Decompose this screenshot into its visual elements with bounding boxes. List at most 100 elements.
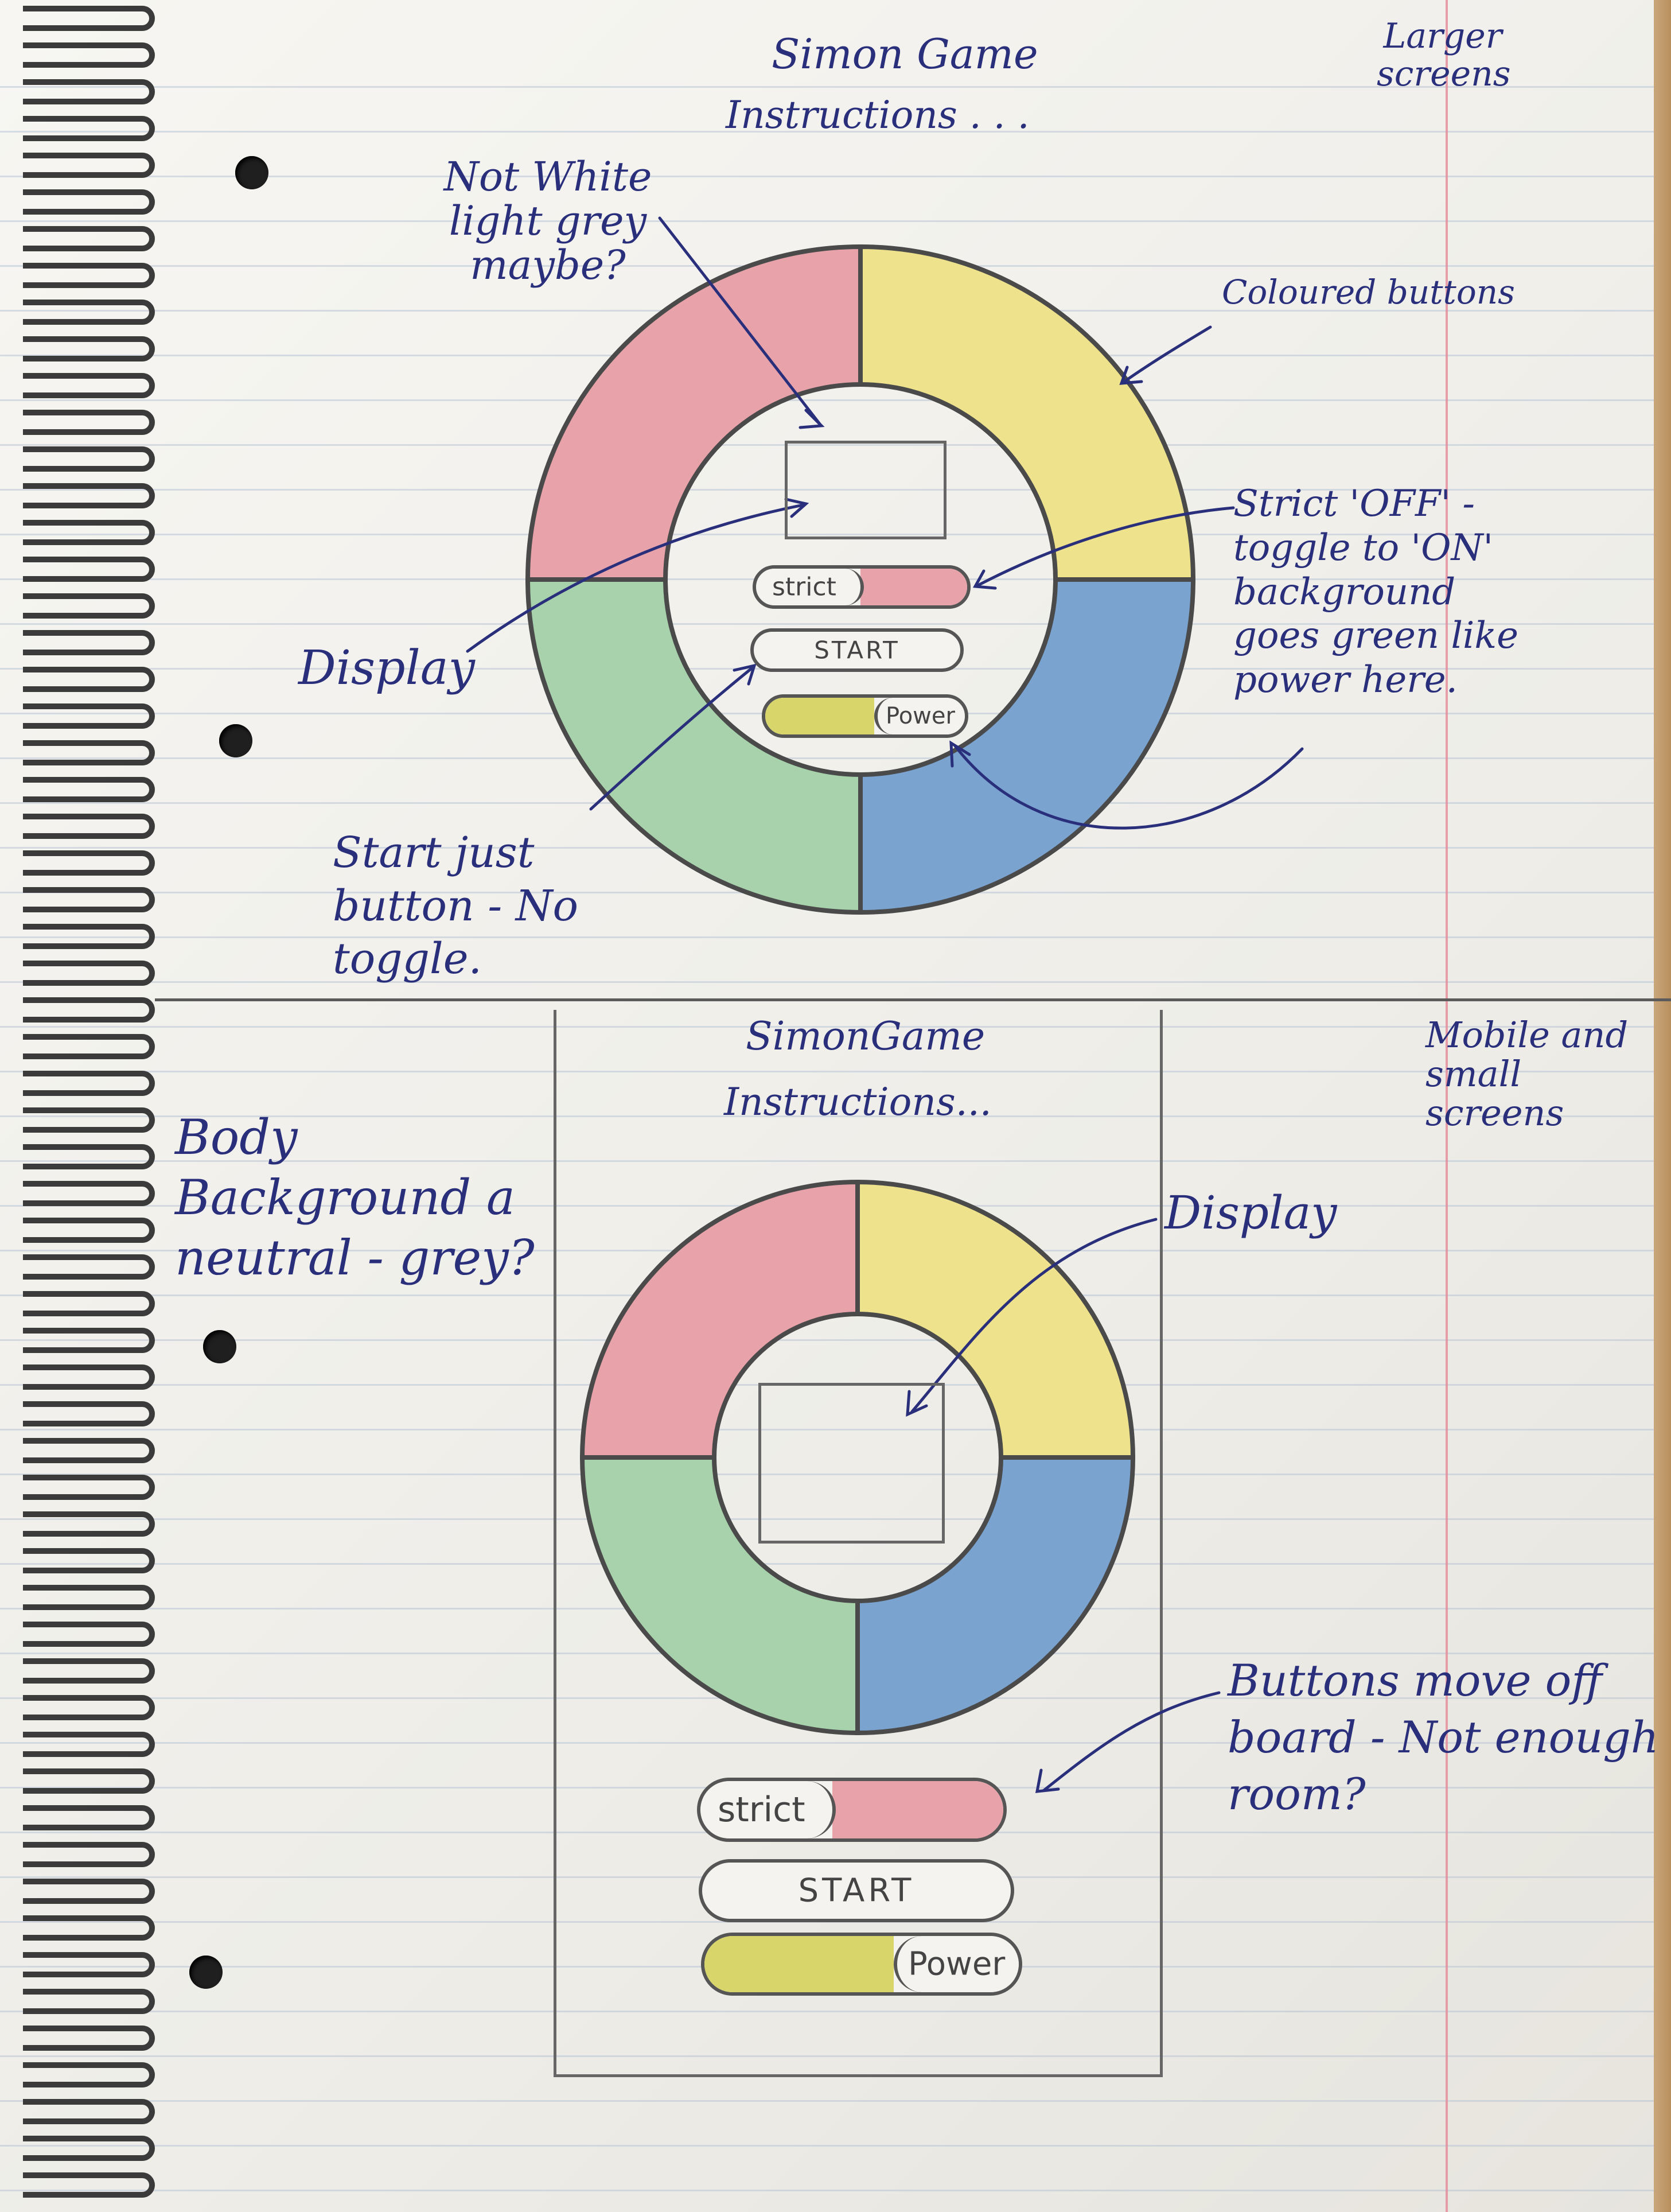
spiral-coil <box>23 2099 155 2124</box>
spiral-coil <box>23 446 155 472</box>
spiral-coil <box>23 1989 155 2014</box>
spiral-coil <box>23 1291 155 1316</box>
yellow-button-large[interactable] <box>858 244 1196 582</box>
arrow-buttons-mobile <box>1042 1691 1221 1792</box>
spiral-coil <box>23 336 155 361</box>
spiral-coil <box>23 116 155 141</box>
arrow-head <box>784 497 809 518</box>
spiral-coil <box>23 997 155 1023</box>
spiral-coil <box>23 740 155 765</box>
yellow-button-mobile[interactable] <box>855 1179 1136 1460</box>
strict-knob <box>756 569 864 605</box>
spiral-coil <box>23 1438 155 1463</box>
ruled-line <box>0 757 1671 759</box>
spiral-coil <box>23 1034 155 1059</box>
power-toggle-large[interactable]: Power <box>762 694 968 738</box>
ruled-line <box>0 1026 1671 1028</box>
green-button-mobile[interactable] <box>579 1455 860 1736</box>
blue-button-mobile[interactable] <box>855 1455 1136 1736</box>
spiral-coil <box>23 1107 155 1133</box>
label-larger-screens: Larger screens <box>1377 16 1511 94</box>
spiral-coil <box>23 1915 155 1941</box>
spiral-coil <box>23 410 155 435</box>
power-toggle-mobile[interactable]: Power <box>701 1933 1022 1996</box>
ruled-line <box>0 1518 1671 1520</box>
spiral-coil <box>23 1181 155 1206</box>
start-button-large[interactable]: START <box>750 628 964 672</box>
blue-button-large[interactable] <box>858 577 1196 915</box>
display-mobile <box>758 1383 945 1544</box>
spiral-coil <box>23 1585 155 1610</box>
spiral-coil <box>23 557 155 582</box>
spiral-coil <box>23 300 155 325</box>
ruled-line <box>0 534 1671 535</box>
note-buttons-move: Buttons move off board - Not enough room… <box>1228 1655 1659 1820</box>
arrow-display-colour <box>658 216 822 426</box>
note-display-colour: Not White light grey maybe? <box>443 153 652 289</box>
strict-knob <box>700 1781 836 1838</box>
ruled-line <box>0 489 1671 491</box>
label-mobile-screens: Mobile and small screens <box>1425 1014 1629 1134</box>
start-button-mobile[interactable]: START <box>699 1859 1014 1922</box>
spiral-coil <box>23 2172 155 2198</box>
arrow-head <box>906 1390 928 1417</box>
spiral-coil <box>23 1254 155 1280</box>
spiral-coil <box>23 1144 155 1169</box>
ruled-line <box>0 444 1671 446</box>
spiral-coil <box>23 2026 155 2051</box>
spiral-coil <box>23 961 155 986</box>
spiral-coil <box>23 850 155 876</box>
ruled-line <box>0 936 1671 938</box>
start-label: START <box>798 1872 915 1910</box>
ruled-line <box>0 2100 1671 2102</box>
spiral-coil <box>23 2136 155 2161</box>
spiral-coil <box>23 814 155 839</box>
arrow-head <box>949 740 971 768</box>
spiral-coil <box>23 1952 155 1977</box>
spiral-coil <box>23 1622 155 1647</box>
start-label: START <box>814 636 900 664</box>
spiral-coil <box>23 6 155 31</box>
spiral-coil <box>23 483 155 508</box>
ruled-line <box>0 220 1671 222</box>
strict-label: strict <box>772 572 836 602</box>
power-label: Power <box>886 703 955 729</box>
ruled-line <box>0 1160 1671 1162</box>
note-display: Display <box>298 641 475 695</box>
strict-toggle-large[interactable]: strict <box>753 565 971 609</box>
ruled-line <box>0 2055 1671 2057</box>
strict-fill <box>860 569 967 605</box>
margin-line <box>1446 0 1448 2212</box>
spiral-coil <box>23 667 155 692</box>
ruled-line <box>0 2190 1671 2191</box>
ruled-line <box>0 1071 1671 1072</box>
ruled-line <box>0 1115 1671 1117</box>
ruled-line <box>0 86 1671 88</box>
section-divider <box>155 998 1671 1001</box>
spiral-coil <box>23 887 155 912</box>
instructions-mobile: Instructions... <box>724 1080 992 1124</box>
spiral-coil <box>23 703 155 729</box>
note-coloured-buttons: Coloured buttons <box>1222 273 1515 312</box>
spiral-coil <box>23 42 155 68</box>
strict-toggle-mobile[interactable]: strict <box>697 1778 1007 1842</box>
spiral-coil <box>23 1071 155 1096</box>
spiral-coil <box>23 2062 155 2087</box>
green-button-large[interactable] <box>525 577 863 915</box>
punch-hole <box>189 1956 223 1989</box>
instructions-large: Instructions . . . <box>726 93 1030 137</box>
annotation-arrows <box>466 216 1304 1793</box>
spiral-coil <box>23 520 155 545</box>
power-knob <box>874 698 965 734</box>
spiral-coil <box>23 1511 155 1537</box>
arrow-coloured-buttons <box>1123 325 1212 383</box>
spiral-coil <box>23 79 155 104</box>
red-button-mobile[interactable] <box>579 1179 860 1460</box>
ruled-line <box>0 1429 1671 1430</box>
power-knob <box>894 1936 1019 1992</box>
punch-hole <box>203 1330 236 1363</box>
note-start: Start just button - No toggle. <box>333 828 579 983</box>
spiral-coil <box>23 1879 155 1904</box>
ruled-line <box>0 176 1671 177</box>
red-button-large[interactable] <box>525 244 863 582</box>
